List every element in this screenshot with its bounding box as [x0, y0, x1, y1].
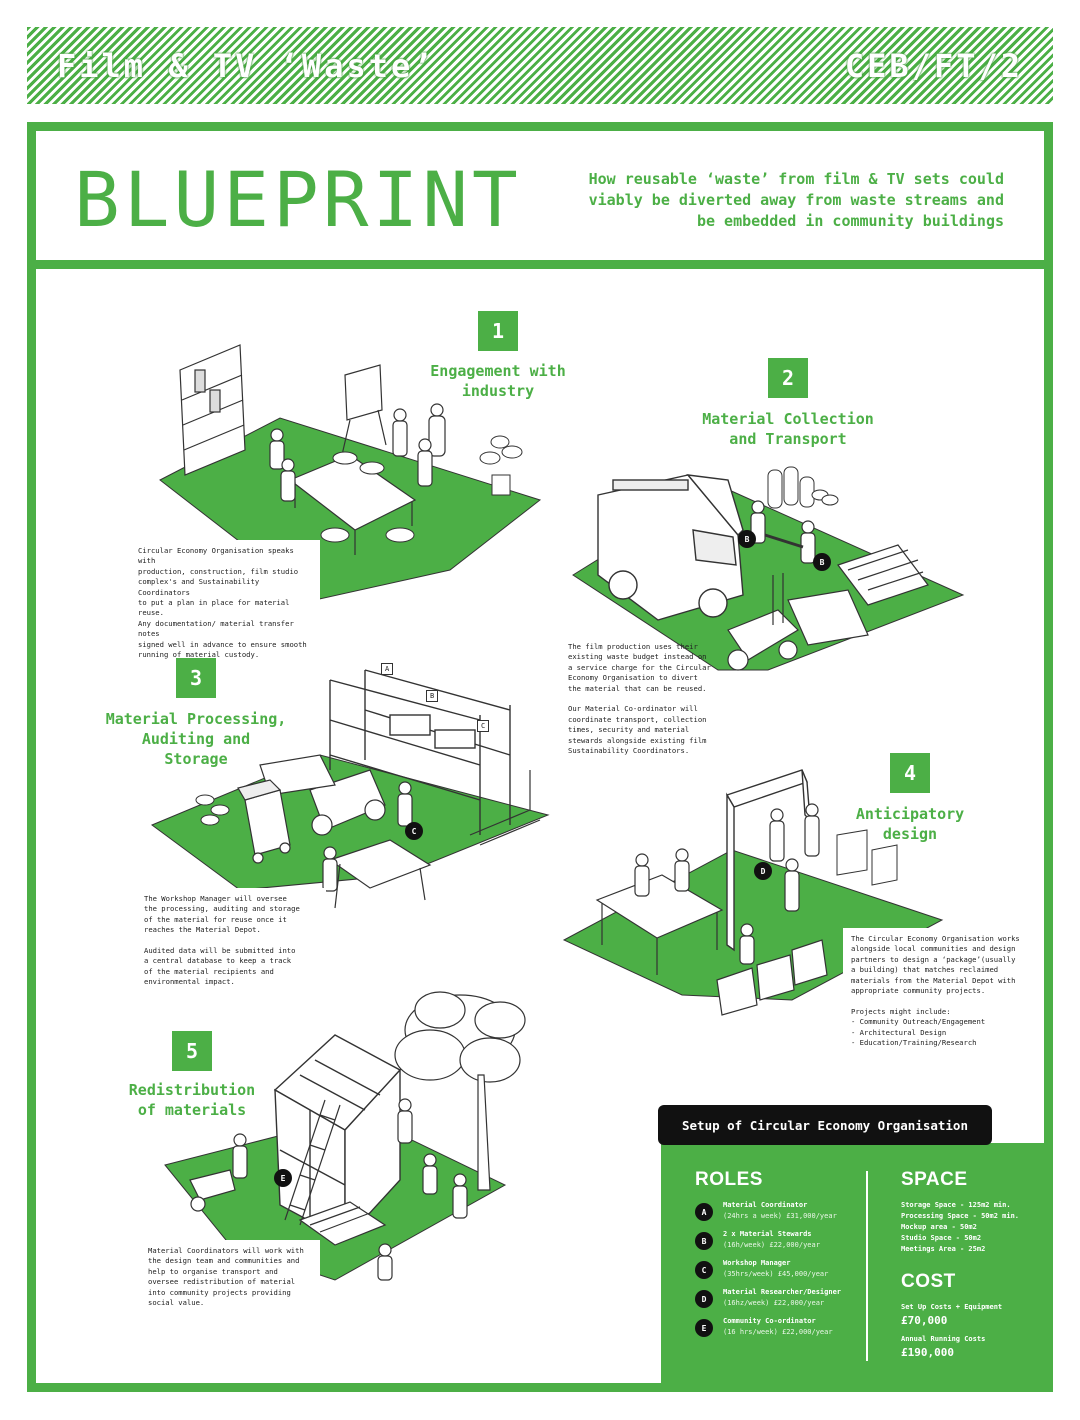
role-badge: C: [695, 1261, 713, 1279]
role-detail: (35hrs/week) £45,000/year: [723, 1270, 829, 1278]
running-cost-value: £190,000: [901, 1346, 954, 1359]
role-badge: D: [695, 1290, 713, 1308]
roles-heading: ROLES: [695, 1169, 763, 1190]
step-4-note: The Circular Economy Organisation works …: [843, 928, 1033, 1055]
crate-icon: [716, 939, 828, 1016]
van-icon: [597, 474, 744, 621]
running-cost-label: Annual Running Costs: [901, 1335, 986, 1343]
plant-icon: [479, 435, 523, 496]
community-building-icon: [273, 1034, 402, 1242]
space-line: Meetings Area - 25m2: [901, 1245, 986, 1253]
shelf-tag-c: C: [477, 720, 490, 732]
person-icon: [269, 403, 446, 502]
person-icon: [634, 803, 820, 965]
space-heading: SPACE: [901, 1169, 968, 1190]
step-3-note: The Workshop Manager will oversee the pr…: [136, 888, 326, 994]
step-5-note: Material Coordinators will work with the…: [140, 1240, 320, 1315]
page-title: BLUEPRINT: [74, 155, 522, 244]
header-title: Film & TV ‘Waste’: [57, 47, 436, 85]
step-2-number: 2: [768, 358, 808, 398]
tree-icon: [394, 991, 526, 1191]
frame-divider: [36, 260, 1044, 269]
drawing-sheet-icon: [836, 829, 898, 886]
step-1-title: Engagement with industry: [430, 362, 566, 400]
panel-divider: [866, 1171, 868, 1361]
role-name: Workshop Manager: [723, 1259, 791, 1267]
office-chair-icon: [320, 451, 415, 543]
step-3-number: 3: [176, 658, 216, 698]
timber-bundle-icon: [837, 544, 929, 606]
page-subtitle: How reusable ‘waste’ from film & TV sets…: [588, 170, 1004, 230]
forklift-icon: [259, 754, 386, 836]
pallet-truck-icon: [469, 770, 541, 846]
marker-b-2: B: [813, 553, 831, 571]
role-badge: E: [695, 1319, 713, 1337]
step-5-number: 5: [172, 1031, 212, 1071]
marker-b-1: B: [738, 530, 756, 548]
scene-collection: [572, 466, 965, 671]
setup-cost-value: £70,000: [901, 1314, 948, 1327]
shelf-tag-b: B: [426, 690, 439, 702]
scene-engagement: [159, 344, 542, 601]
flipchart-icon: [341, 364, 387, 456]
role-name: 2 x Material Stewards: [723, 1230, 812, 1238]
role-detail: (24hrs a week) £31,000/year: [723, 1212, 837, 1220]
cost-heading: COST: [901, 1271, 956, 1292]
step-1-number: 1: [478, 311, 518, 351]
marker-e: E: [274, 1169, 292, 1187]
material-rolls-icon: [767, 466, 839, 509]
scene-processing: [150, 669, 550, 909]
marker-d: D: [754, 862, 772, 880]
setup-cost-label: Set Up Costs + Equipment: [901, 1303, 1003, 1311]
wheelbarrow-icon: [189, 1169, 236, 1212]
step-2-note: The film production uses their existing …: [568, 642, 711, 756]
header-code: CEB/FT/2: [844, 47, 1023, 85]
header-band: Film & TV ‘Waste’ CEB/FT/2: [27, 27, 1053, 104]
step-4-number: 4: [890, 753, 930, 793]
space-line: Studio Space - 50m2: [901, 1234, 982, 1242]
shelf-tag-a: A: [381, 663, 394, 675]
step-2-title: Material Collection and Transport: [702, 410, 874, 448]
marker-c: C: [405, 822, 423, 840]
space-line: Processing Space - 50m2 min.: [901, 1212, 1020, 1220]
person-icon: [322, 781, 413, 892]
space-line: Storage Space - 125m2 min.: [901, 1201, 1011, 1209]
role-detail: (16 hrs/week) £22,000/year: [723, 1328, 833, 1336]
waste-bin-icon: [237, 779, 291, 864]
ladder-icon: [284, 1099, 341, 1226]
role-badge: B: [695, 1232, 713, 1250]
space-line: Mockup area - 50m2: [901, 1223, 977, 1231]
step-3-title: Material Processing, Auditing and Storag…: [105, 710, 287, 768]
step-4-title: Anticipatory design: [855, 805, 965, 843]
timber-stack-icon: [298, 1201, 387, 1246]
step-5-title: Redistribution of materials: [128, 1081, 256, 1119]
scene-redistribution: [164, 991, 526, 1281]
paint-tin-icon: [195, 794, 230, 826]
setup-label: Setup of Circular Economy Organisation: [660, 1107, 990, 1143]
person-icon: [232, 1098, 468, 1281]
workbench-icon: [328, 839, 432, 909]
role-name: Community Co-ordinator: [723, 1317, 816, 1325]
role-detail: (16hz/week) £22,000/year: [723, 1299, 825, 1307]
bookshelf-icon: [179, 344, 246, 476]
role-name: Material Coordinator: [723, 1201, 808, 1209]
forklift-icon: [727, 573, 869, 671]
step-1-note: Circular Economy Organisation speaks wit…: [130, 540, 320, 667]
role-badge: A: [695, 1203, 713, 1221]
role-name: Material Researcher/Designer: [723, 1288, 842, 1296]
setup-panel: ROLES A Material Coordinator (24hrs a we…: [661, 1143, 1044, 1383]
role-detail: (16h/week) £22,000/year: [723, 1241, 820, 1249]
